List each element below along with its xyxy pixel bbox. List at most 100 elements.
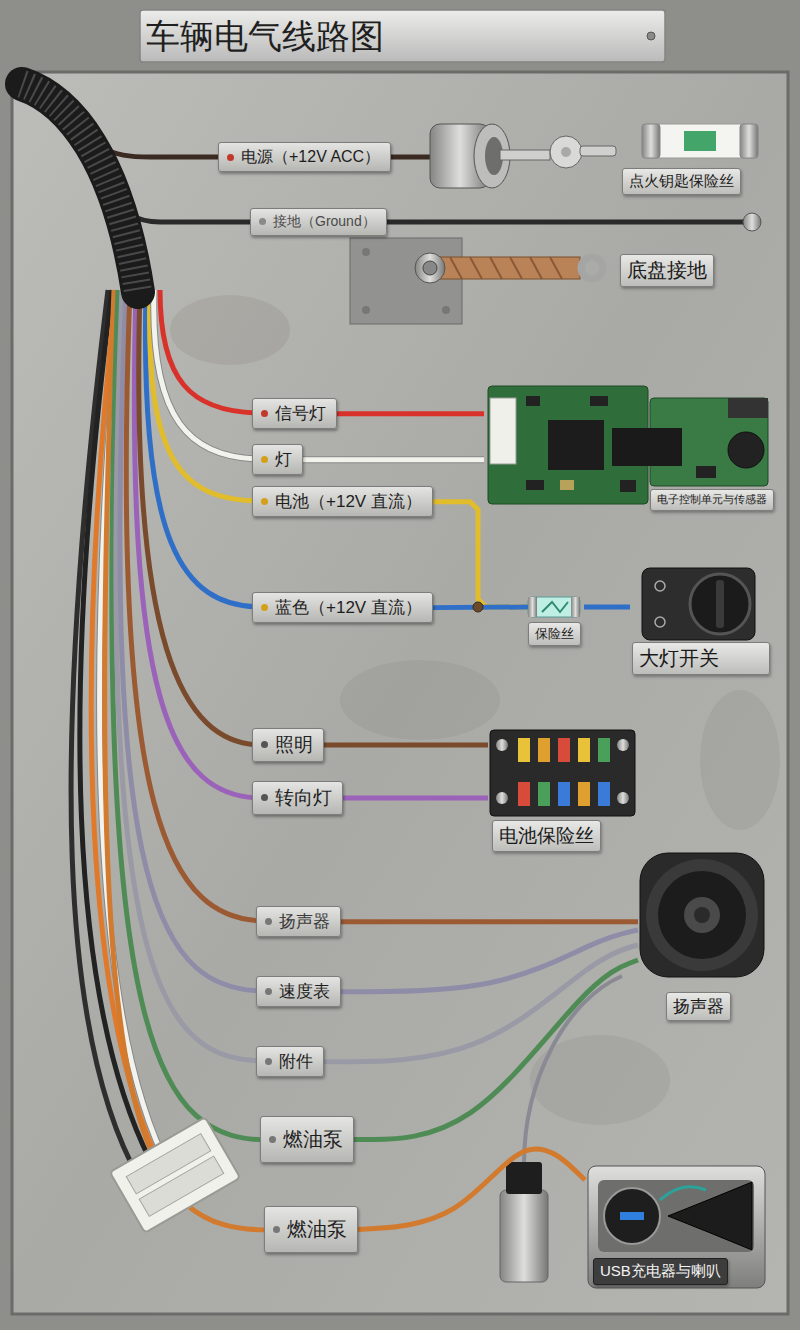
wire	[341, 919, 638, 924]
blade-fuse	[578, 738, 590, 762]
component-label: 电池保险丝	[492, 820, 601, 852]
harness-braid	[22, 84, 138, 292]
wire	[343, 795, 488, 800]
blade-fuse	[598, 782, 610, 806]
ground-strap	[440, 257, 580, 279]
blade-fuse	[518, 782, 530, 806]
wire-connector-group	[341, 930, 638, 992]
terminal	[617, 739, 629, 751]
wire-tag: 蓝色（+12V 直流）	[252, 592, 433, 623]
harness-wire	[120, 290, 266, 991]
tag-label: 电源（+12V ACC）	[241, 147, 380, 167]
component-label: 扬声器	[666, 992, 731, 1021]
wire-tag: 扬声器	[256, 906, 341, 937]
ground-lug	[415, 253, 445, 283]
wire	[324, 742, 488, 747]
mount-panel	[598, 1180, 754, 1252]
tag-label: 接地（Ground）	[273, 213, 376, 231]
component-box: 大灯开关	[630, 562, 776, 678]
component-label: 大灯开关	[632, 642, 770, 675]
wire-junction	[473, 602, 483, 612]
diagram-title: 车辆电气线路图	[146, 16, 384, 57]
tag-label: 照明	[275, 733, 313, 757]
wire-connector-group	[303, 459, 484, 460]
ecu-connector	[490, 398, 516, 464]
glass-fuse	[642, 124, 758, 158]
tag-label: 速度表	[279, 981, 330, 1002]
component-box: 点火钥匙保险丝	[618, 114, 785, 202]
wire-connector-group	[358, 1149, 585, 1230]
wire	[303, 457, 484, 462]
ecu-chip	[548, 420, 604, 470]
harness-wire	[139, 290, 262, 745]
harness-wire	[105, 290, 270, 1230]
wire-connector-group	[354, 960, 638, 1140]
fuse-cap	[528, 597, 537, 617]
ground-wire	[104, 190, 746, 222]
pump-plug	[506, 1162, 542, 1194]
wire	[354, 960, 638, 1140]
blade-fuse	[558, 738, 570, 762]
tag-label: 灯	[275, 449, 292, 470]
wire-tag: 速度表	[256, 976, 341, 1007]
screw	[442, 306, 450, 314]
component-label: 电子控制单元与传感器	[650, 489, 774, 511]
tag-label: 电池（+12V 直流）	[275, 491, 422, 512]
pcb-part	[526, 396, 540, 406]
terminal	[496, 739, 508, 751]
component-box: 电子控制单元与传感器	[484, 383, 777, 514]
wire-connector-group	[324, 744, 488, 745]
switch-icon	[655, 617, 665, 627]
screw	[647, 32, 655, 40]
component-label: 点火钥匙保险丝	[622, 168, 741, 195]
fuse-cap	[642, 124, 660, 158]
key-hole	[561, 147, 571, 157]
harness-wire	[116, 290, 266, 1061]
harness-wire	[154, 290, 262, 459]
screw	[362, 306, 370, 314]
fuse-block	[490, 730, 635, 816]
harness-wire	[160, 290, 262, 413]
blade-fuse	[518, 738, 530, 762]
connector-slot	[139, 1156, 223, 1216]
pcb-part	[590, 396, 608, 406]
wire-harness	[22, 84, 138, 292]
sensor	[728, 432, 764, 468]
wire-connector-group	[324, 945, 638, 1062]
wire-connector-group	[343, 797, 488, 798]
wire-tag: 照明	[252, 728, 324, 762]
component-label: 底盘接地	[620, 254, 714, 287]
wire-connector-group	[584, 607, 630, 608]
wire-tag: 接地（Ground）	[250, 208, 387, 236]
wire	[433, 502, 528, 607]
wire-tag: 电池（+12V 直流）	[252, 486, 433, 517]
wire-tag: 转向灯	[252, 781, 343, 815]
blade-fuse	[538, 738, 550, 762]
fuel-pump	[500, 1190, 548, 1282]
wire	[337, 411, 484, 416]
speaker-rim	[646, 859, 758, 971]
blade-fuse	[578, 782, 590, 806]
wire-connector-group	[433, 502, 528, 607]
terminal	[617, 792, 629, 804]
wire	[324, 945, 638, 1062]
tag-label: 转向灯	[275, 786, 332, 810]
lug-nut	[423, 261, 437, 275]
speaker-frame	[640, 853, 764, 977]
knob-grip	[716, 580, 724, 628]
wire	[358, 1149, 585, 1230]
harness-wire	[112, 290, 270, 1140]
pcb-part	[526, 480, 544, 490]
pcb-part	[696, 466, 716, 478]
title-plate	[140, 10, 665, 62]
wire-connector-group	[337, 413, 484, 414]
fuse-cap	[740, 124, 758, 158]
wire-tag: 附件	[256, 1046, 324, 1077]
speaker-center	[694, 907, 710, 923]
tag-label: 燃油泵	[287, 1217, 347, 1242]
inline-fuse	[528, 597, 580, 617]
wire-connector	[110, 1117, 240, 1233]
tag-label: 燃油泵	[283, 1127, 343, 1152]
component-label: USB充电器与喇叭	[593, 1258, 728, 1285]
